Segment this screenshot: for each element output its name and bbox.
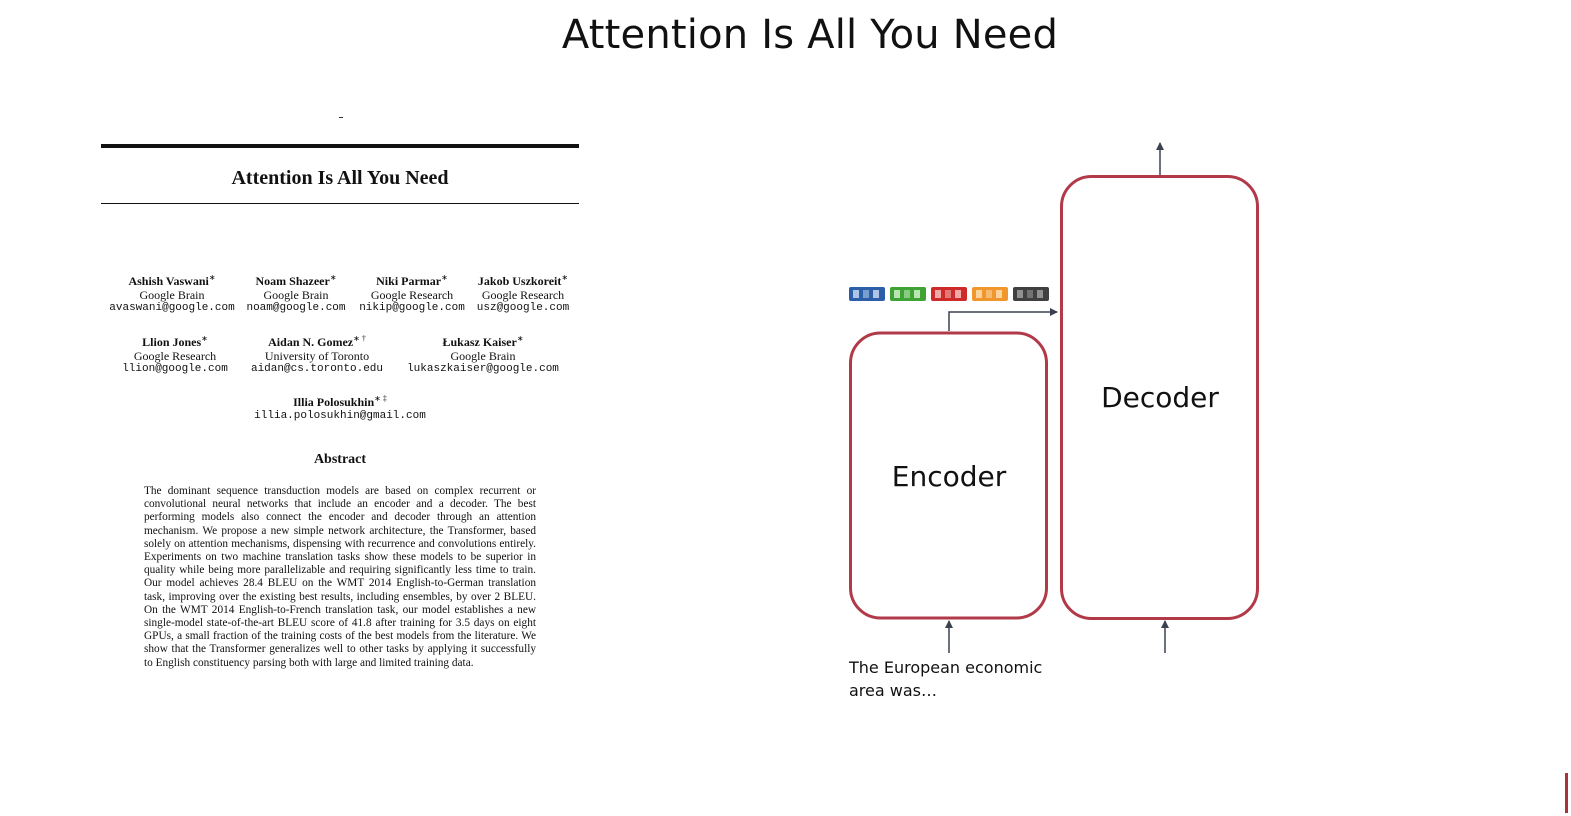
- author-affiliation: Google Brain: [263, 287, 329, 302]
- author-name: Llion Jones: [142, 335, 202, 349]
- author-block: Aidan N. Gomez∗ † University of Toronto …: [247, 332, 387, 377]
- author-email: illia.polosukhin@gmail.com: [254, 409, 426, 422]
- decoder-label: Decoder: [1101, 381, 1219, 414]
- author-name: Illia Polosukhin: [293, 395, 375, 409]
- author-email: usz@google.com: [476, 302, 570, 314]
- author-mark: ∗: [516, 334, 524, 343]
- author-name: Łukasz Kaiser: [442, 335, 517, 349]
- author-block: Llion Jones∗ Google Research llion@googl…: [115, 332, 235, 377]
- author-mark: ∗ †: [353, 334, 366, 343]
- author-mark: ∗: [441, 273, 448, 282]
- author-mark: ∗: [329, 273, 337, 282]
- page-tick-mark: [339, 117, 343, 118]
- decoder-box: [1060, 175, 1259, 620]
- author-block: Ashish Vaswani∗ Google Brain avaswani@go…: [109, 271, 235, 316]
- author-affiliation: University of Toronto: [264, 348, 370, 363]
- author-email: noam@google.com: [246, 302, 346, 314]
- author-mark: ∗: [201, 334, 208, 343]
- author-mark: ∗ ‡: [374, 394, 387, 403]
- abstract-text: The dominant sequence transduction model…: [144, 485, 536, 669]
- input-sentence: The European economic area was…: [849, 658, 1043, 700]
- author-name: Jakob Uszkoreit: [477, 274, 562, 288]
- author-block: Niki Parmar∗ Google Research nikip@googl…: [357, 271, 467, 316]
- token-vector-dark-gray: [1013, 287, 1049, 301]
- author-email: aidan@cs.toronto.edu: [250, 363, 384, 375]
- author-mark: ∗: [208, 273, 216, 282]
- author-name: Niki Parmar: [376, 274, 442, 288]
- author-block: Jakob Uszkoreit∗ Google Research usz@goo…: [473, 271, 573, 316]
- author-affiliation: Google Brain: [139, 287, 205, 302]
- author-email: lukaszkaiser@google.com: [407, 363, 559, 375]
- paper-title: Attention Is All You Need: [231, 167, 449, 189]
- edge-marker: [1565, 773, 1568, 813]
- author-block: Illia Polosukhin∗ ‡ illia.polosukhin@gma…: [240, 392, 440, 423]
- author-name: Ashish Vaswani: [128, 274, 209, 288]
- author-affiliation: Google Research: [370, 287, 454, 302]
- token-vector-red: [931, 287, 967, 301]
- author-block: Łukasz Kaiser∗ Google Brain lukaszkaiser…: [405, 332, 561, 377]
- encoder-to-decoder-arrow: [948, 308, 1058, 331]
- paper-page: Attention Is All You Need Ashish Vaswani…: [101, 115, 579, 695]
- abstract-heading: Abstract: [313, 452, 367, 467]
- encoder-label: Encoder: [891, 460, 1007, 493]
- encoder-box: [849, 331, 1048, 620]
- author-affiliation: Google Brain: [450, 348, 516, 363]
- title-rule-bottom: [101, 203, 579, 204]
- token-vector-green: [890, 287, 926, 301]
- author-affiliation: Google Research: [133, 348, 217, 363]
- author-email: llion@google.com: [122, 363, 228, 375]
- author-name: Aidan N. Gomez: [268, 335, 354, 349]
- author-block: Noam Shazeer∗ Google Brain noam@google.c…: [241, 271, 351, 316]
- context-vector-tokens: [849, 287, 1049, 301]
- author-email: avaswani@google.com: [109, 302, 235, 314]
- token-vector-blue: [849, 287, 885, 301]
- author-email: nikip@google.com: [359, 302, 465, 314]
- title-rule-top: [101, 144, 579, 148]
- slide-title: Attention Is All You Need: [561, 12, 1059, 58]
- author-name: Noam Shazeer: [255, 274, 330, 288]
- token-vector-orange: [972, 287, 1008, 301]
- author-affiliation: Google Research: [481, 287, 565, 302]
- author-mark: ∗: [561, 273, 569, 282]
